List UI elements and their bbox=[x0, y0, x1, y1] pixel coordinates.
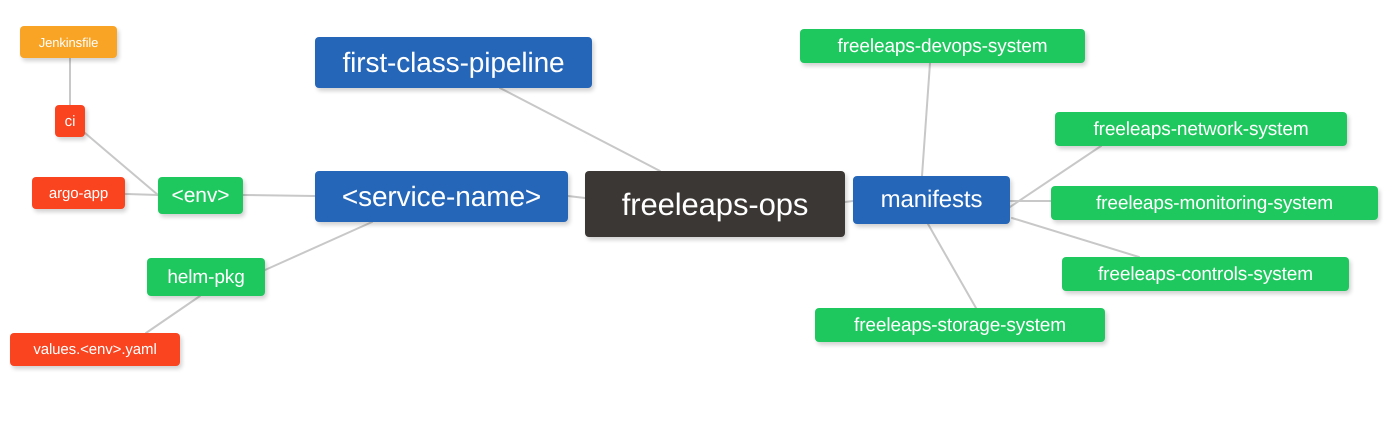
node-label-jenkinsfile: Jenkinsfile bbox=[38, 34, 99, 50]
node-jenkinsfile[interactable]: Jenkinsfile bbox=[20, 26, 117, 58]
node-label-service-name: <service-name> bbox=[341, 180, 542, 212]
node-label-env: <env> bbox=[171, 184, 230, 207]
node-label-freeleaps-storage-system: freeleaps-storage-system bbox=[854, 314, 1066, 336]
edge-manifests-to-freeleaps-devops-system bbox=[921, 62, 931, 177]
node-helm-pkg[interactable]: helm-pkg bbox=[147, 258, 265, 296]
node-label-ci: ci bbox=[64, 112, 76, 130]
node-label-freeleaps-devops-system: freeleaps-devops-system bbox=[837, 35, 1048, 57]
node-ci[interactable]: ci bbox=[55, 105, 85, 137]
node-label-values-env-yaml: values.<env>.yaml bbox=[33, 341, 157, 358]
node-freeleaps-controls-system[interactable]: freeleaps-controls-system bbox=[1062, 257, 1349, 291]
node-freeleaps-ops[interactable]: freeleaps-ops bbox=[585, 171, 845, 237]
node-argo-app[interactable]: argo-app bbox=[32, 177, 125, 209]
edge-env-to-service-name bbox=[242, 194, 316, 197]
edge-freeleaps-ops-to-manifests bbox=[844, 200, 854, 203]
edge-argo-app-to-env bbox=[124, 193, 159, 196]
node-label-manifests: manifests bbox=[880, 186, 983, 213]
edge-manifests-to-freeleaps-storage-system bbox=[927, 223, 977, 309]
node-label-freeleaps-ops: freeleaps-ops bbox=[621, 186, 809, 222]
edge-manifests-to-freeleaps-controls-system bbox=[1011, 217, 1140, 258]
node-freeleaps-storage-system[interactable]: freeleaps-storage-system bbox=[815, 308, 1105, 342]
node-freeleaps-devops-system[interactable]: freeleaps-devops-system bbox=[800, 29, 1085, 63]
node-label-freeleaps-monitoring-system: freeleaps-monitoring-system bbox=[1096, 192, 1333, 214]
node-label-freeleaps-network-system: freeleaps-network-system bbox=[1093, 118, 1309, 140]
node-env[interactable]: <env> bbox=[158, 177, 243, 214]
edge-values-env-yaml-to-helm-pkg bbox=[145, 295, 201, 334]
node-service-name[interactable]: <service-name> bbox=[315, 171, 568, 222]
edge-helm-pkg-to-service-name bbox=[264, 221, 373, 271]
node-label-first-class-pipeline: first-class-pipeline bbox=[342, 46, 565, 78]
node-freeleaps-monitoring-system[interactable]: freeleaps-monitoring-system bbox=[1051, 186, 1378, 220]
node-first-class-pipeline[interactable]: first-class-pipeline bbox=[315, 37, 592, 88]
node-freeleaps-network-system[interactable]: freeleaps-network-system bbox=[1055, 112, 1347, 146]
node-manifests[interactable]: manifests bbox=[853, 176, 1010, 224]
edge-service-name-to-freeleaps-ops bbox=[567, 195, 586, 199]
edge-first-class-pipeline-to-freeleaps-ops bbox=[499, 87, 661, 172]
node-label-freeleaps-controls-system: freeleaps-controls-system bbox=[1097, 263, 1314, 285]
node-values-env-yaml[interactable]: values.<env>.yaml bbox=[10, 333, 180, 366]
node-label-helm-pkg: helm-pkg bbox=[167, 266, 245, 288]
node-label-argo-app: argo-app bbox=[48, 184, 109, 202]
